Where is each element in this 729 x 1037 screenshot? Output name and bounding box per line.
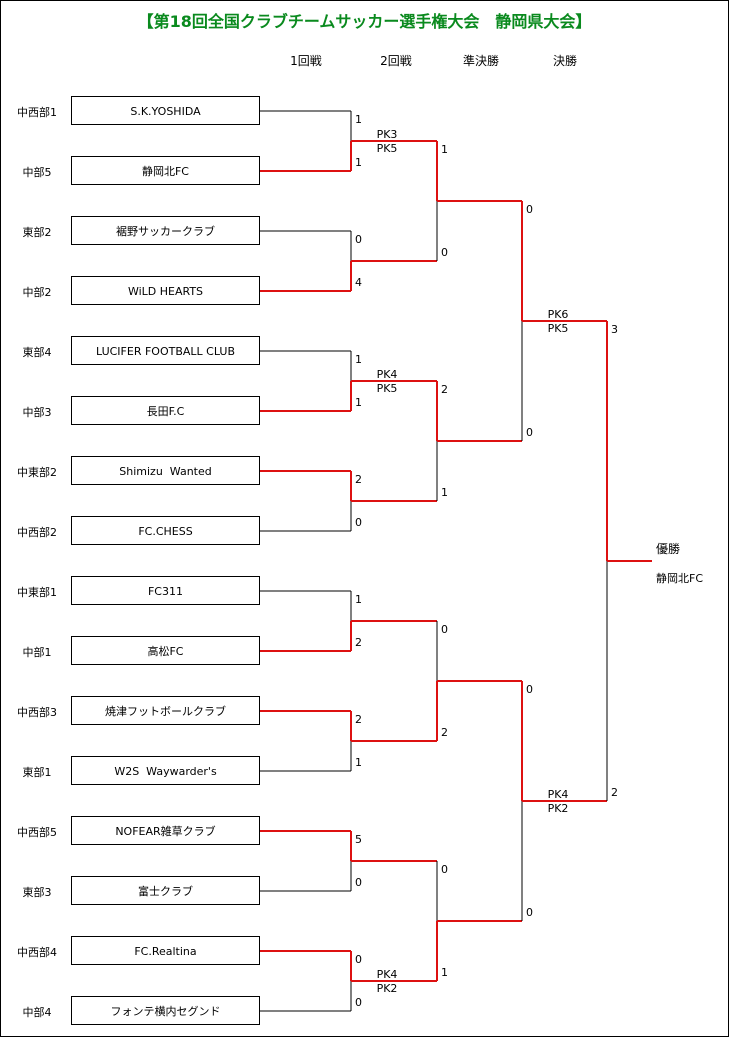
round-header-1: 1回戦 — [290, 54, 322, 68]
team-name-box: 焼津フットボールクラブ — [71, 696, 260, 725]
r1-match-score-top: 5 — [355, 833, 362, 846]
r1-match-score-top: 0 — [355, 233, 362, 246]
team-name-box: 富士クラブ — [71, 876, 260, 905]
sf-match-score-top: 0 — [526, 683, 533, 696]
r1-match-pk-top: PK3 — [376, 128, 398, 141]
r2-match-score-top: 2 — [441, 383, 448, 396]
team-name-box: NOFEAR雑草クラブ — [71, 816, 260, 845]
r1-match-pk-top: PK4 — [376, 968, 398, 981]
r2-match-score-bottom: 1 — [441, 966, 448, 979]
r1-match-score-top: 1 — [355, 353, 362, 366]
final-match-score-bottom: 2 — [611, 786, 618, 799]
sf-match-pk-top: PK6 — [547, 308, 569, 321]
round-header-semifinal: 準決勝 — [462, 54, 499, 68]
r1-match-pk-top: PK4 — [376, 368, 398, 381]
r1-match-score-top: 0 — [355, 953, 362, 966]
team-region: 東部4 — [22, 346, 52, 359]
round-header-final: 決勝 — [552, 54, 577, 68]
team-region: 中部3 — [22, 406, 52, 419]
team-name-box: Shimizu Wanted — [71, 456, 260, 485]
team-region: 中部4 — [22, 1006, 52, 1019]
team-region: 東部1 — [22, 766, 52, 779]
r1-match-score-top: 1 — [355, 593, 362, 606]
r2-match-score-top: 0 — [441, 623, 448, 636]
team-name-box: W2S Waywarder's — [71, 756, 260, 785]
team-name-box: FC.CHESS — [71, 516, 260, 545]
page-title: 【第18回全国クラブチームサッカー選手権大会 静岡県大会】 — [137, 12, 592, 31]
r1-match-score-bottom: 0 — [355, 876, 362, 889]
r2-match-score-top: 0 — [441, 863, 448, 876]
team-name-box: S.K.YOSHIDA — [71, 96, 260, 125]
team-region: 中部1 — [22, 646, 52, 659]
r1-match-score-bottom: 1 — [355, 756, 362, 769]
team-name-box: FC311 — [71, 576, 260, 605]
r2-match-score-bottom: 2 — [441, 726, 448, 739]
r2-match-score-top: 1 — [441, 143, 448, 156]
team-region: 中東部2 — [17, 466, 57, 479]
sf-match-pk-top: PK4 — [547, 788, 569, 801]
team-name-box: 裾野サッカークラブ — [71, 216, 260, 245]
team-name-box: フォンテ横内セグンド — [71, 996, 260, 1025]
r1-match-pk-bottom: PK5 — [376, 382, 398, 395]
team-name-box: WiLD HEARTS — [71, 276, 260, 305]
r1-match-score-bottom: 1 — [355, 156, 362, 169]
team-region: 中西部2 — [17, 526, 57, 539]
r2-match-score-bottom: 1 — [441, 486, 448, 499]
team-region: 東部3 — [22, 886, 52, 899]
r1-match-score-top: 2 — [355, 713, 362, 726]
champion-name: 静岡北FC — [656, 572, 704, 585]
team-region: 中部2 — [22, 286, 52, 299]
r1-match-score-bottom: 2 — [355, 636, 362, 649]
r2-match-score-bottom: 0 — [441, 246, 448, 259]
team-region: 中西部3 — [17, 706, 57, 719]
team-region: 中部5 — [22, 166, 52, 179]
team-name-box: LUCIFER FOOTBALL CLUB — [71, 336, 260, 365]
team-name-box: 長田F.C — [71, 396, 260, 425]
final-match-score-top: 3 — [611, 323, 618, 336]
r1-match-score-top: 2 — [355, 473, 362, 486]
team-region: 中西部5 — [17, 826, 57, 839]
team-name-box: 高松FC — [71, 636, 260, 665]
r1-match-score-bottom: 4 — [355, 276, 362, 289]
team-name-box: 静岡北FC — [71, 156, 260, 185]
sf-match-score-top: 0 — [526, 203, 533, 216]
team-region: 中西部1 — [17, 106, 57, 119]
team-region: 中西部4 — [17, 946, 57, 959]
sf-match-score-bottom: 0 — [526, 906, 533, 919]
champion-label: 優勝 — [656, 542, 681, 556]
team-region: 東部2 — [22, 226, 52, 239]
sf-match-score-bottom: 0 — [526, 426, 533, 439]
r1-match-score-bottom: 0 — [355, 516, 362, 529]
sf-match-pk-bottom: PK2 — [547, 802, 569, 815]
r1-match-pk-bottom: PK2 — [376, 982, 398, 995]
round-header-2: 2回戦 — [380, 54, 412, 68]
r1-match-pk-bottom: PK5 — [376, 142, 398, 155]
team-name-box: FC.Realtina — [71, 936, 260, 965]
team-region: 中東部1 — [17, 586, 57, 599]
sf-match-pk-bottom: PK5 — [547, 322, 569, 335]
r1-match-score-top: 1 — [355, 113, 362, 126]
r1-match-score-bottom: 1 — [355, 396, 362, 409]
r1-match-score-bottom: 0 — [355, 996, 362, 1009]
